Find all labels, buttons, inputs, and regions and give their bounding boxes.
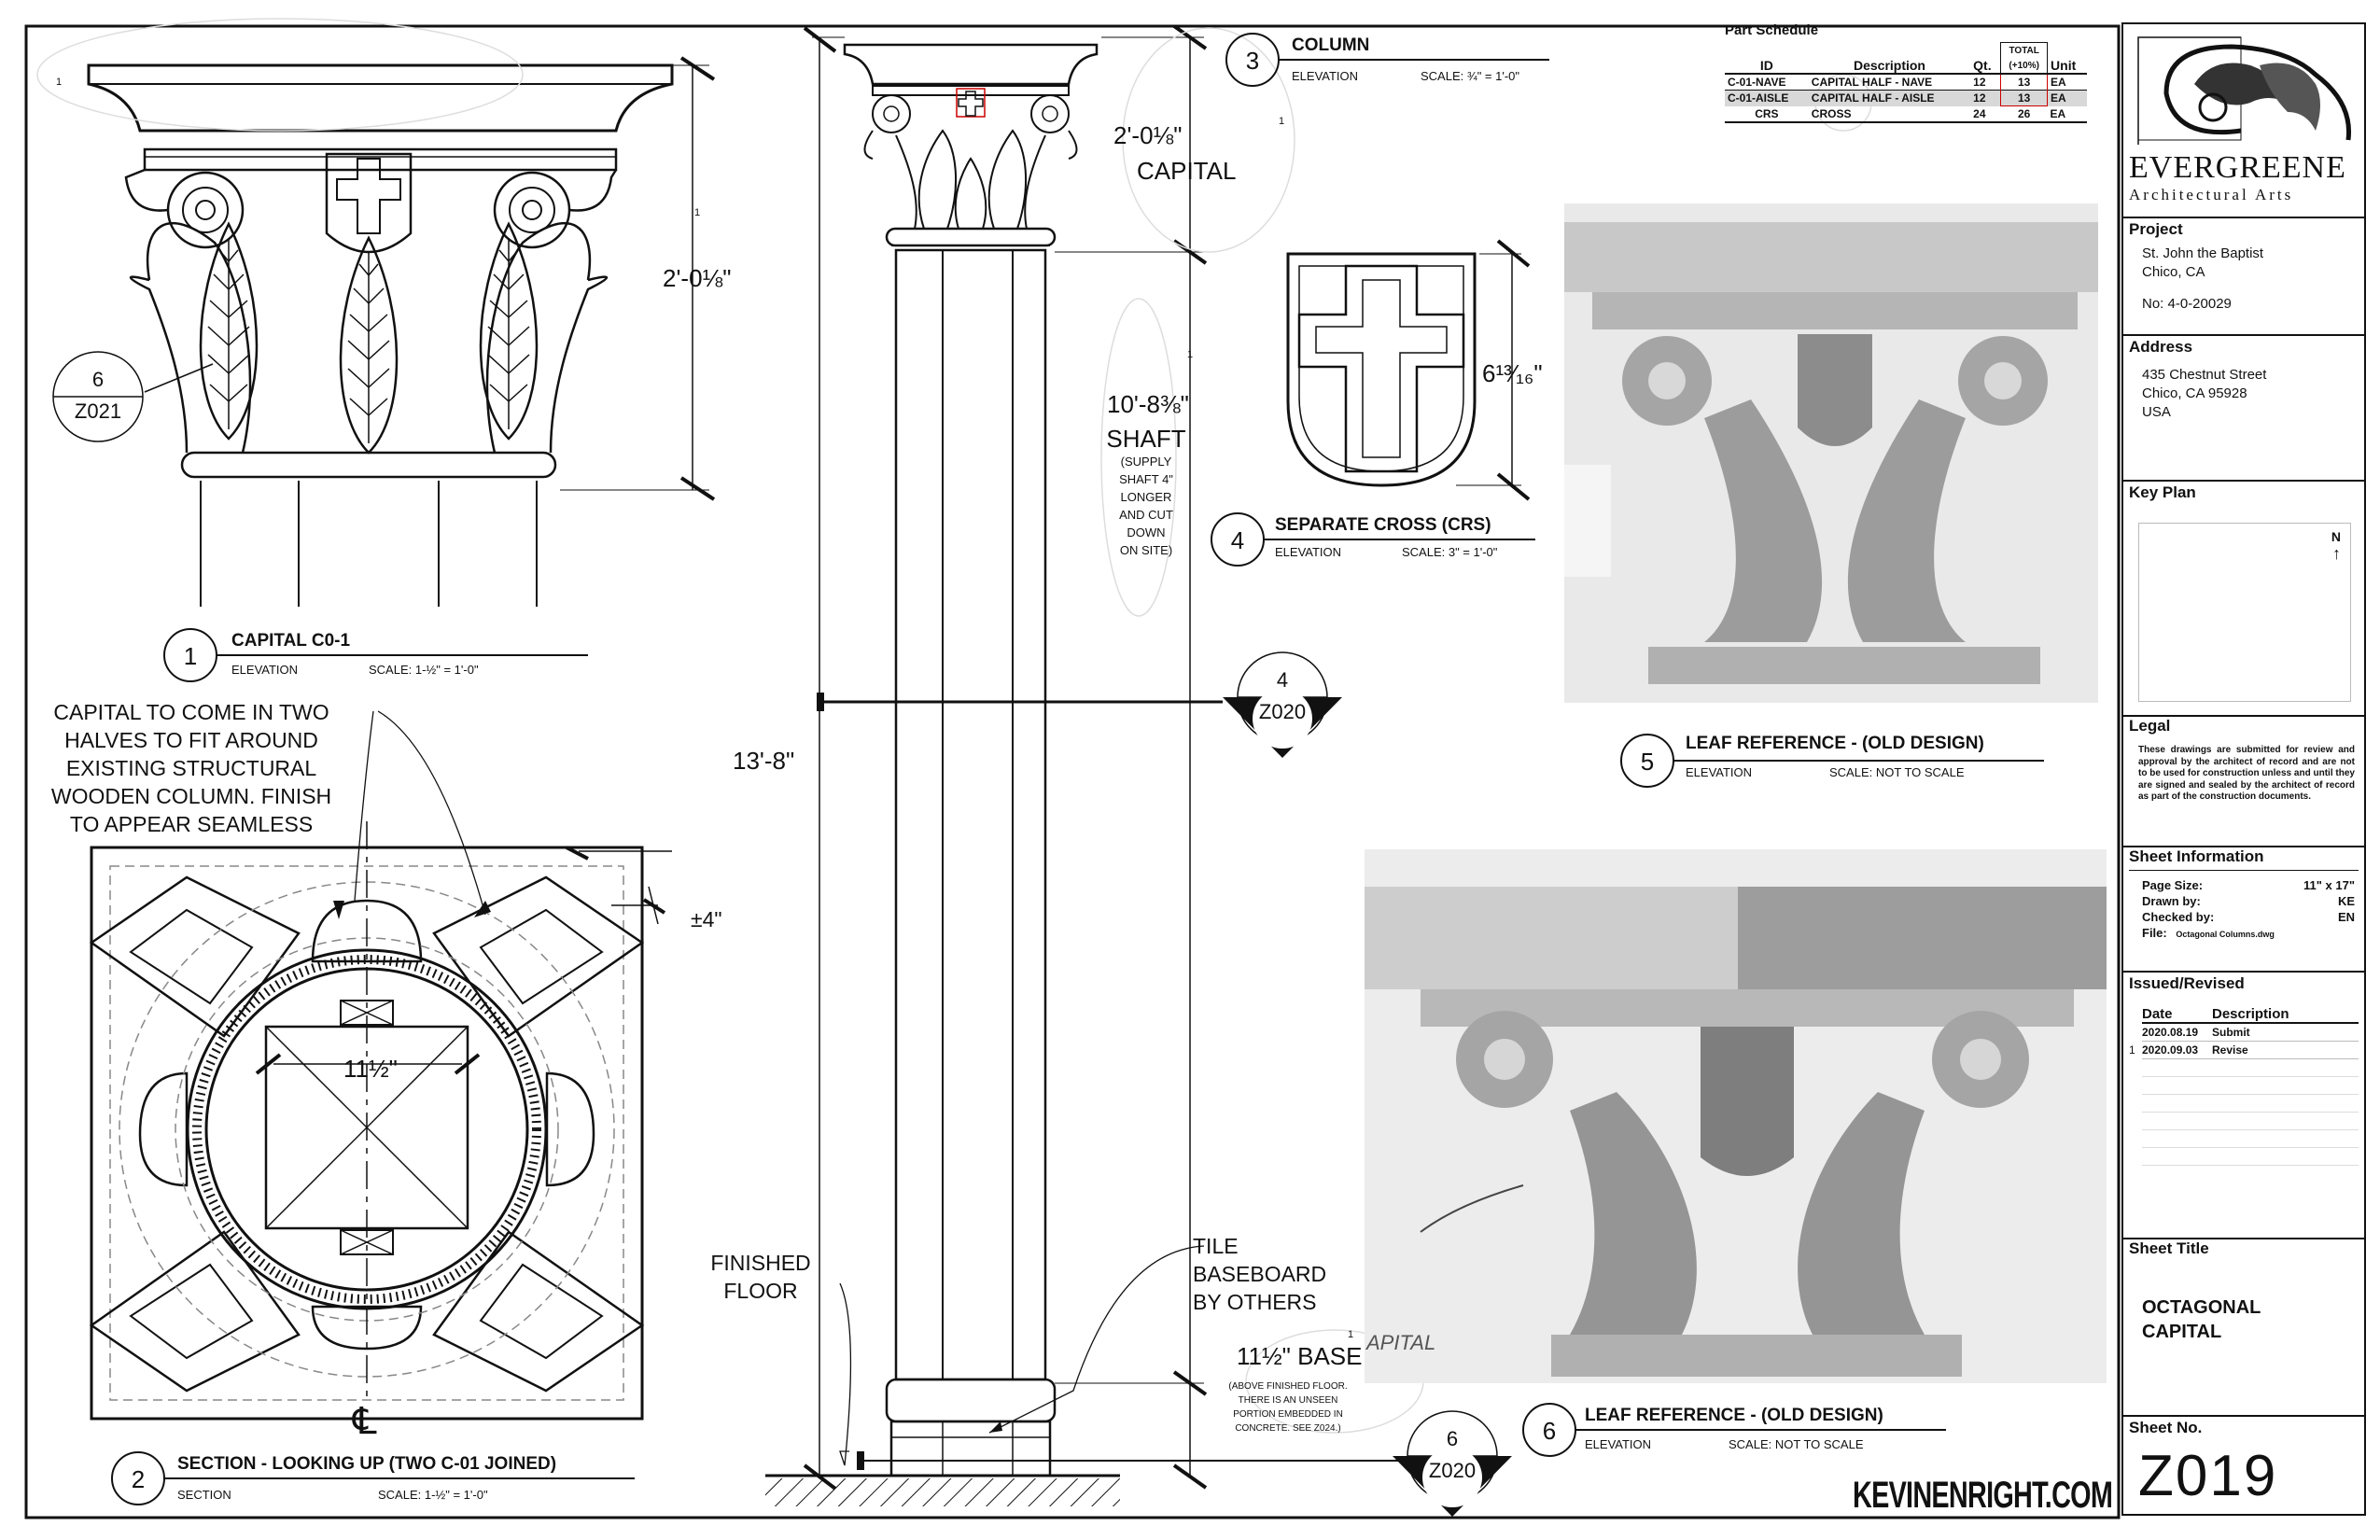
address-section: Address 435 Chestnut Street Chico, CA 95…	[2129, 338, 2267, 420]
finished-floor-note: FINISHED FLOOR	[710, 1251, 811, 1303]
logo-main-text: EVERGREENE	[2129, 150, 2346, 185]
leaf-reference-photo-2: APITAL	[1365, 849, 2107, 1383]
view-6-number: 6	[1542, 1417, 1557, 1445]
view-5-title: LEAF REFERENCE - (OLD DESIGN)	[1686, 734, 1984, 753]
issued-section: Issued/Revised Date Description 2020.08.…	[2129, 974, 2359, 1166]
view-3-type: ELEVATION	[1292, 69, 1359, 83]
title-block: EVERGREENE Architectural Arts Project St…	[2121, 22, 2366, 1516]
revision-mark: 1	[694, 207, 701, 218]
logo-sub-text: Architectural Arts	[2129, 186, 2294, 203]
callout-4-ref: Z020	[1258, 700, 1307, 723]
legal-section: Legal These drawings are submitted for r…	[2129, 717, 2355, 802]
total-label: TOTAL	[2000, 42, 2049, 58]
revision-mark: 1	[56, 77, 63, 88]
view-2-number: 2	[131, 1465, 146, 1493]
section-width-dim: 11½"	[343, 1055, 398, 1083]
part-schedule-title: Part Schedule	[1725, 22, 1819, 38]
column-capital-label: CAPITAL	[1137, 157, 1237, 185]
tolerance-dim: ±4"	[691, 907, 722, 931]
view-6-scale: SCALE: NOT TO SCALE	[1729, 1437, 1864, 1451]
section-looking-up-drawing	[89, 710, 672, 1421]
acanthus-logo-icon	[2137, 36, 2352, 145]
view-4-number: 4	[1230, 526, 1245, 554]
callout-6-number: 6	[91, 368, 105, 391]
project-section: Project St. John the Baptist Chico, CA N…	[2129, 220, 2264, 312]
column-capital-dim: 2'-0⅛"	[1113, 121, 1183, 149]
view-4-title: SEPARATE CROSS (CRS)	[1275, 515, 1491, 535]
view-6-type: ELEVATION	[1585, 1437, 1652, 1451]
view-2-title: SECTION - LOOKING UP (TWO C-01 JOINED)	[177, 1454, 557, 1474]
total-height-dim: 13'-8"	[733, 747, 795, 775]
capital-elevation-drawing	[87, 56, 716, 607]
table-row: C-01-AISLE CAPITAL HALF - AISLE 12 13 EA	[1725, 90, 2087, 106]
view-5-number: 5	[1640, 748, 1655, 776]
section-callout-bubbles	[52, 351, 1512, 1517]
view-3-number: 3	[1245, 47, 1260, 75]
leaf-reference-photo-1	[1564, 203, 2098, 703]
revision-mark: 1	[1187, 349, 1194, 360]
view-1-number: 1	[183, 642, 198, 670]
revision-mark: 1	[1348, 1329, 1354, 1340]
key-plan-box: N ↑	[2138, 523, 2351, 702]
view-1-type: ELEVATION	[231, 663, 299, 677]
tile-baseboard-note: TILE BASEBOARD BY OTHERS	[1193, 1234, 1327, 1314]
view-4-type: ELEVATION	[1275, 545, 1342, 559]
centerline-symbol: ℄	[353, 1401, 377, 1442]
sheet-info-section: Sheet Information Page Size: 11" x 17" D…	[2129, 847, 2359, 940]
view-1-title: CAPITAL C0-1	[231, 631, 351, 651]
part-schedule-header: ID Description Qt. (+10%) Unit	[1725, 58, 2087, 75]
view-6-title: LEAF REFERENCE - (OLD DESIGN)	[1585, 1406, 1883, 1425]
cross-height-dim: 6¹³⁄₁₆"	[1482, 359, 1543, 387]
separate-cross-drawing	[1286, 239, 1531, 501]
callout-4-number: 4	[1276, 668, 1289, 692]
base-dim: 11½" BASE	[1237, 1342, 1363, 1370]
sheet-border	[24, 24, 2121, 1519]
callout-6b-number: 6	[1446, 1427, 1459, 1450]
north-arrow-icon: ↑	[2332, 544, 2341, 563]
capital-halves-note: CAPITAL TO COME IN TWO HALVES TO FIT ARO…	[50, 700, 332, 836]
list-item: 2020.08.19 Submit	[2142, 1024, 2359, 1042]
photo-caption: APITAL	[1366, 1331, 1436, 1354]
view-2-type: SECTION	[177, 1488, 231, 1502]
callout-6b-ref: Z020	[1428, 1459, 1477, 1482]
view-title-marks	[111, 33, 2044, 1505]
capital-height-dim: 2'-0⅛"	[663, 264, 732, 292]
shaft-label: SHAFT	[1106, 425, 1186, 453]
logo: EVERGREENE Architectural Arts	[2129, 28, 2359, 215]
table-row: C-01-NAVE CAPITAL HALF - NAVE 12 13 EA	[1725, 74, 2087, 91]
sheet-number: Z019	[2138, 1444, 2278, 1508]
view-1-scale: SCALE: 1-½" = 1'-0"	[369, 663, 479, 677]
table-row: CRS CROSS 24 26 EA	[1725, 106, 2087, 122]
watermark: KEVINENRIGHT.COM	[1853, 1475, 2113, 1516]
sheet-number-section: Sheet No. Z019	[2129, 1419, 2359, 1509]
view-5-type: ELEVATION	[1686, 765, 1753, 779]
sheet-title-section: Sheet Title OCTAGONAL CAPITAL	[2129, 1239, 2261, 1342]
base-note: (ABOVE FINISHED FLOOR. THERE IS AN UNSEE…	[1228, 1381, 1348, 1434]
callout-6-ref: Z021	[74, 399, 122, 423]
revision-mark: 1	[1279, 116, 1285, 127]
view-4-scale: SCALE: 3" = 1'-0"	[1402, 545, 1498, 559]
view-3-scale: SCALE: ¾" = 1'-0"	[1421, 69, 1520, 83]
key-plan-section: Key Plan	[2129, 483, 2196, 501]
shaft-dim: 10'-8⅜"	[1107, 390, 1189, 418]
north-label: N	[2331, 529, 2341, 544]
part-schedule-table: TOTAL ID Description Qt. (+10%) Unit C-0…	[1725, 42, 2087, 123]
list-item: 1 2020.09.03 Revise	[2129, 1042, 2359, 1059]
part-schedule: Part Schedule TOTAL ID Description Qt. (…	[1725, 22, 2087, 123]
view-3-title: COLUMN	[1292, 35, 1370, 55]
shaft-note: (SUPPLY SHAFT 4" LONGER AND CUT DOWN ON …	[1119, 455, 1173, 557]
view-5-scale: SCALE: NOT TO SCALE	[1829, 765, 1965, 779]
view-2-scale: SCALE: 1-½" = 1'-0"	[378, 1488, 488, 1502]
column-elevation-drawing	[765, 24, 1423, 1506]
